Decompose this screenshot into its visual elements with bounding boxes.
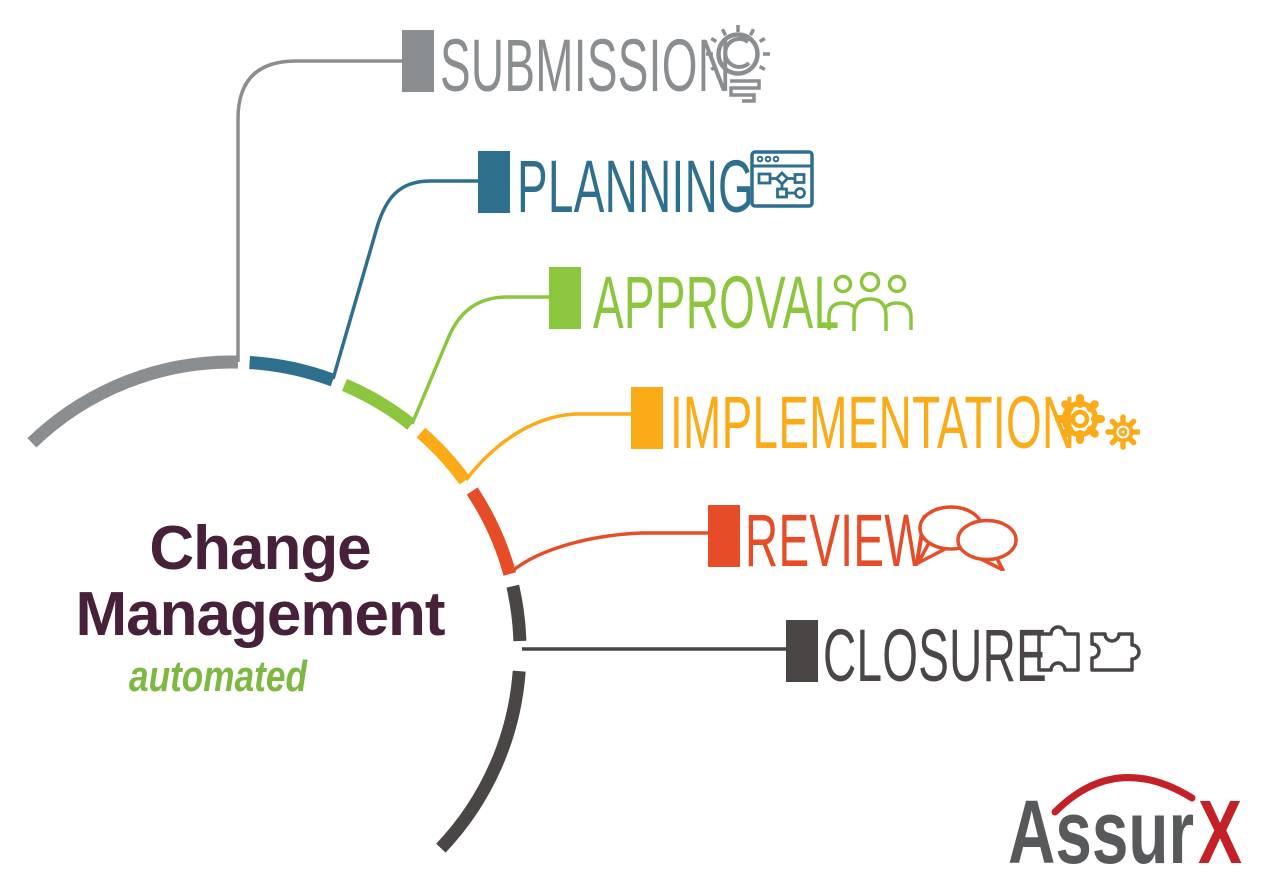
stage-label-implementation: IMPLEMENTATION: [670, 380, 1076, 464]
arc-segment-closure-lower: [436, 670, 526, 853]
logo-text-accent: X: [1198, 783, 1242, 880]
arc-segment-implementation: [416, 427, 471, 485]
flowchart-window-icon: [750, 150, 814, 208]
assurx-logo: Assur X: [1002, 762, 1254, 883]
speech-bubbles-icon: [915, 503, 1021, 571]
stage-label-submission: SUBMISSION: [440, 23, 732, 107]
arc-segment-closure-upper: [506, 584, 527, 642]
title-subtitle: automated: [129, 652, 307, 701]
title-line-2: Management: [75, 580, 446, 649]
stage-label-approval: APPROVAL: [593, 260, 840, 344]
people-group-icon: [827, 270, 913, 332]
connector-approval: [410, 295, 549, 425]
arc-segment-submission: [27, 355, 239, 448]
marker-planning: [478, 151, 510, 213]
connector-lines: [236, 59, 786, 651]
marker-implementation: [631, 387, 663, 449]
marker-submission: [402, 30, 434, 92]
arc-segment-planning: [249, 356, 336, 387]
puzzle-pieces-icon: [1025, 612, 1147, 690]
title-line-1: Change: [149, 514, 371, 583]
title-block: Change Management automated: [40, 516, 480, 706]
stage-label-planning: PLANNING: [517, 144, 755, 228]
lightbulb-icon: [702, 21, 778, 109]
logo-text-primary: Assur: [1008, 783, 1194, 880]
stage-label-closure: CLOSURE: [823, 613, 1047, 697]
stage-markers: [402, 30, 818, 682]
connector-planning: [331, 179, 478, 380]
arc-segment-review: [466, 487, 517, 576]
connector-implementation: [464, 412, 631, 482]
stage-label-review: REVIEW: [745, 498, 928, 582]
connector-submission: [236, 59, 402, 362]
gears-icon: [1046, 385, 1140, 457]
connector-review: [509, 531, 708, 574]
marker-review: [708, 505, 740, 567]
arc-segments: [27, 355, 527, 853]
arc-segment-approval: [341, 378, 416, 430]
marker-closure: [786, 620, 818, 682]
logo-swoosh-arc-icon: [1051, 774, 1196, 816]
marker-approval: [549, 267, 581, 329]
